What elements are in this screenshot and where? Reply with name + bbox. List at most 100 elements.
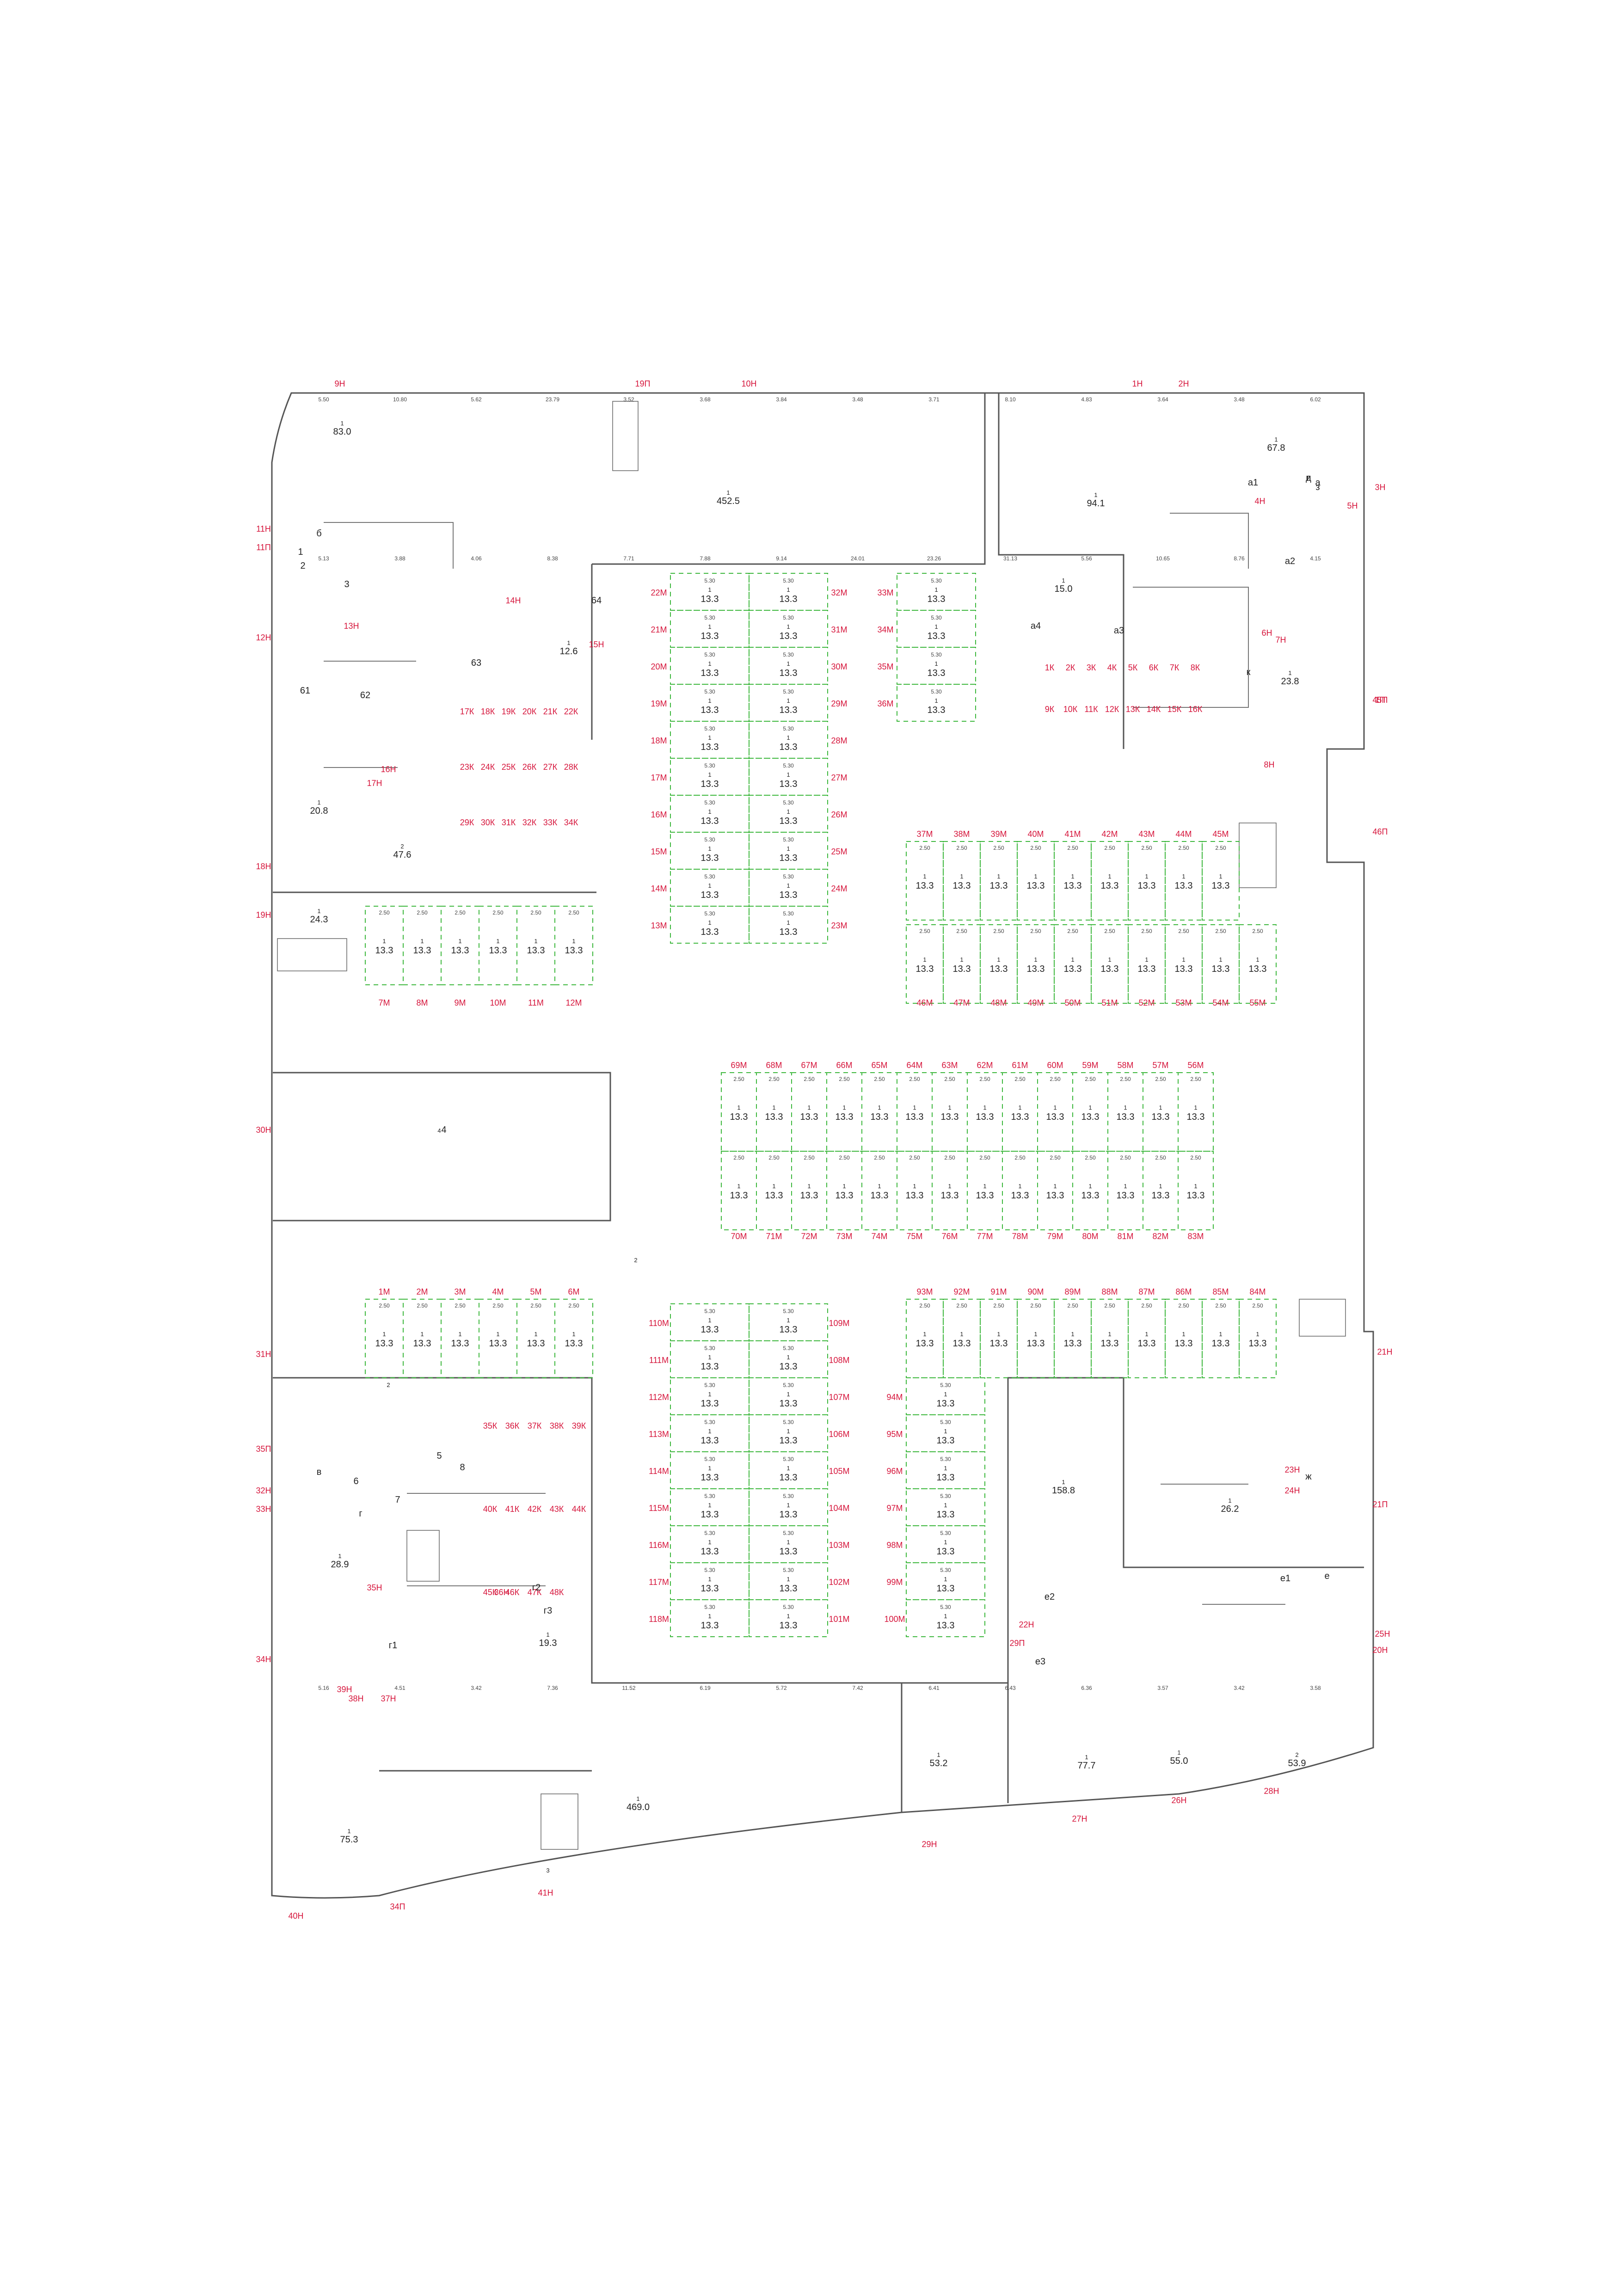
parking-stall bbox=[861, 1151, 897, 1230]
dimension-label: 3.52 bbox=[623, 396, 634, 403]
stall-length: 5.30 bbox=[931, 651, 942, 658]
parking-stall bbox=[749, 1414, 828, 1452]
parking-tag: 117М bbox=[649, 1578, 669, 1587]
unit-tag: 24Н bbox=[1284, 1486, 1300, 1495]
stall-room-no: 1 bbox=[458, 938, 461, 945]
stall-room-no: 1 bbox=[1053, 1104, 1057, 1111]
dimension-label: 3.57 bbox=[1157, 1685, 1168, 1691]
stall-room-no: 1 bbox=[786, 882, 790, 889]
dimension-label: 5.72 bbox=[776, 1685, 787, 1691]
room-number: 2 bbox=[387, 1381, 390, 1388]
parking-tag: 87М bbox=[1138, 1287, 1155, 1296]
dimension-label: 7.42 bbox=[852, 1685, 863, 1691]
stall-area: 13.3 bbox=[765, 1191, 783, 1201]
parking-stall bbox=[670, 1562, 750, 1600]
outer-wall bbox=[271, 392, 1374, 1899]
stall-room-no: 1 bbox=[708, 1428, 711, 1435]
storage-tag: 4К bbox=[1107, 663, 1117, 672]
stall-area: 13.3 bbox=[928, 631, 946, 641]
parking-stall bbox=[906, 1451, 985, 1489]
stall-room-no: 1 bbox=[997, 873, 1000, 880]
unit-tag: 22Н bbox=[1019, 1620, 1034, 1629]
room-label: а bbox=[1315, 478, 1321, 488]
stall-room-no: 1 bbox=[1124, 1104, 1127, 1111]
stall-room-no: 1 bbox=[708, 623, 711, 630]
room-area: 67.8 bbox=[1267, 443, 1285, 453]
stall-area: 13.3 bbox=[780, 668, 798, 678]
stall-room-no: 1 bbox=[960, 1331, 963, 1338]
dimension-label: 31.13 bbox=[1003, 555, 1017, 562]
room-number: 3 bbox=[546, 1867, 549, 1874]
storage-tag: 28К bbox=[564, 762, 578, 772]
stall-area: 13.3 bbox=[800, 1191, 818, 1201]
room-label: в bbox=[317, 1467, 322, 1477]
stall-room-no: 1 bbox=[1219, 873, 1222, 880]
parking-stall bbox=[1002, 1072, 1038, 1152]
parking-tag: 28М bbox=[831, 736, 847, 745]
parking-stall bbox=[721, 1072, 757, 1152]
stall-area: 13.3 bbox=[1027, 881, 1045, 891]
stall-width: 2.50 bbox=[909, 1154, 920, 1161]
unit-tag: 15Н bbox=[589, 640, 604, 649]
room-number: 1 bbox=[338, 1553, 341, 1559]
stall-room-no: 1 bbox=[420, 938, 424, 945]
parking-stall bbox=[749, 1525, 828, 1563]
stall-room-no: 1 bbox=[1256, 1331, 1259, 1338]
parking-stall bbox=[756, 1151, 792, 1230]
parking-stall bbox=[791, 1072, 827, 1152]
stall-area: 13.3 bbox=[937, 1547, 955, 1557]
parking-tag: 85М bbox=[1212, 1287, 1229, 1296]
stall-area: 13.3 bbox=[701, 1473, 719, 1483]
stall-width: 2.50 bbox=[956, 1302, 967, 1309]
parking-tag: 97М bbox=[886, 1504, 903, 1513]
parking-tag: 34М bbox=[877, 625, 893, 634]
parking-tag: 59М bbox=[1082, 1061, 1098, 1070]
stall-area: 13.3 bbox=[1249, 964, 1267, 974]
storage-tag: 17К bbox=[460, 707, 474, 716]
stall-area: 13.3 bbox=[916, 881, 934, 891]
unit-tag: 21П bbox=[1373, 1500, 1388, 1509]
parking-tag: 56М bbox=[1187, 1061, 1204, 1070]
unit-tag: 35П bbox=[256, 1444, 271, 1454]
stall-length: 5.30 bbox=[783, 651, 794, 658]
stall-area: 13.3 bbox=[953, 1338, 971, 1349]
unit-tag: 16Н bbox=[381, 765, 396, 774]
stall-room-no: 1 bbox=[983, 1183, 986, 1190]
stall-width: 2.50 bbox=[768, 1154, 780, 1161]
dimension-label: 6.41 bbox=[928, 1685, 940, 1691]
storage-tag: 9К bbox=[1045, 705, 1055, 714]
room-label: 1 bbox=[298, 547, 303, 557]
room-label: а2 bbox=[1285, 556, 1295, 566]
parking-stall bbox=[897, 1151, 933, 1230]
dimension-label: 5.50 bbox=[318, 396, 329, 403]
stall-area: 13.3 bbox=[780, 816, 798, 826]
room-label: 6 bbox=[353, 1476, 358, 1486]
inner-wall-lower bbox=[273, 1377, 1364, 1812]
stall-room-no: 1 bbox=[1159, 1104, 1162, 1111]
stall-area: 13.3 bbox=[780, 1325, 798, 1335]
unit-tag: 34П bbox=[390, 1902, 406, 1911]
stall-width: 2.50 bbox=[1141, 928, 1152, 934]
stall-room-no: 1 bbox=[708, 660, 711, 667]
parking-stall bbox=[1178, 1072, 1214, 1152]
parking-tag: 2М bbox=[416, 1287, 428, 1296]
parking-tag: 101М bbox=[829, 1615, 849, 1624]
parking-tag: 116М bbox=[649, 1541, 669, 1550]
dimension-label: 3.68 bbox=[700, 396, 711, 403]
stall-room-no: 1 bbox=[960, 873, 963, 880]
stall-area: 13.3 bbox=[730, 1112, 748, 1122]
parking-tag: 18М bbox=[651, 736, 667, 745]
stall-width: 2.50 bbox=[804, 1154, 815, 1161]
parking-tag: 92М bbox=[953, 1287, 970, 1296]
unit-tag: 34Н bbox=[256, 1655, 271, 1664]
stair-west bbox=[277, 938, 347, 971]
stall-length: 5.30 bbox=[704, 1456, 715, 1462]
parking-tag: 103М bbox=[829, 1541, 849, 1550]
stall-length: 5.30 bbox=[931, 614, 942, 621]
stall-width: 2.50 bbox=[768, 1076, 780, 1082]
parking-tag: 37М bbox=[916, 829, 933, 839]
parking-stall bbox=[749, 647, 828, 685]
stall-length: 5.30 bbox=[704, 614, 715, 621]
dimension-label: 3.48 bbox=[1234, 396, 1245, 403]
stall-room-no: 1 bbox=[944, 1465, 947, 1472]
